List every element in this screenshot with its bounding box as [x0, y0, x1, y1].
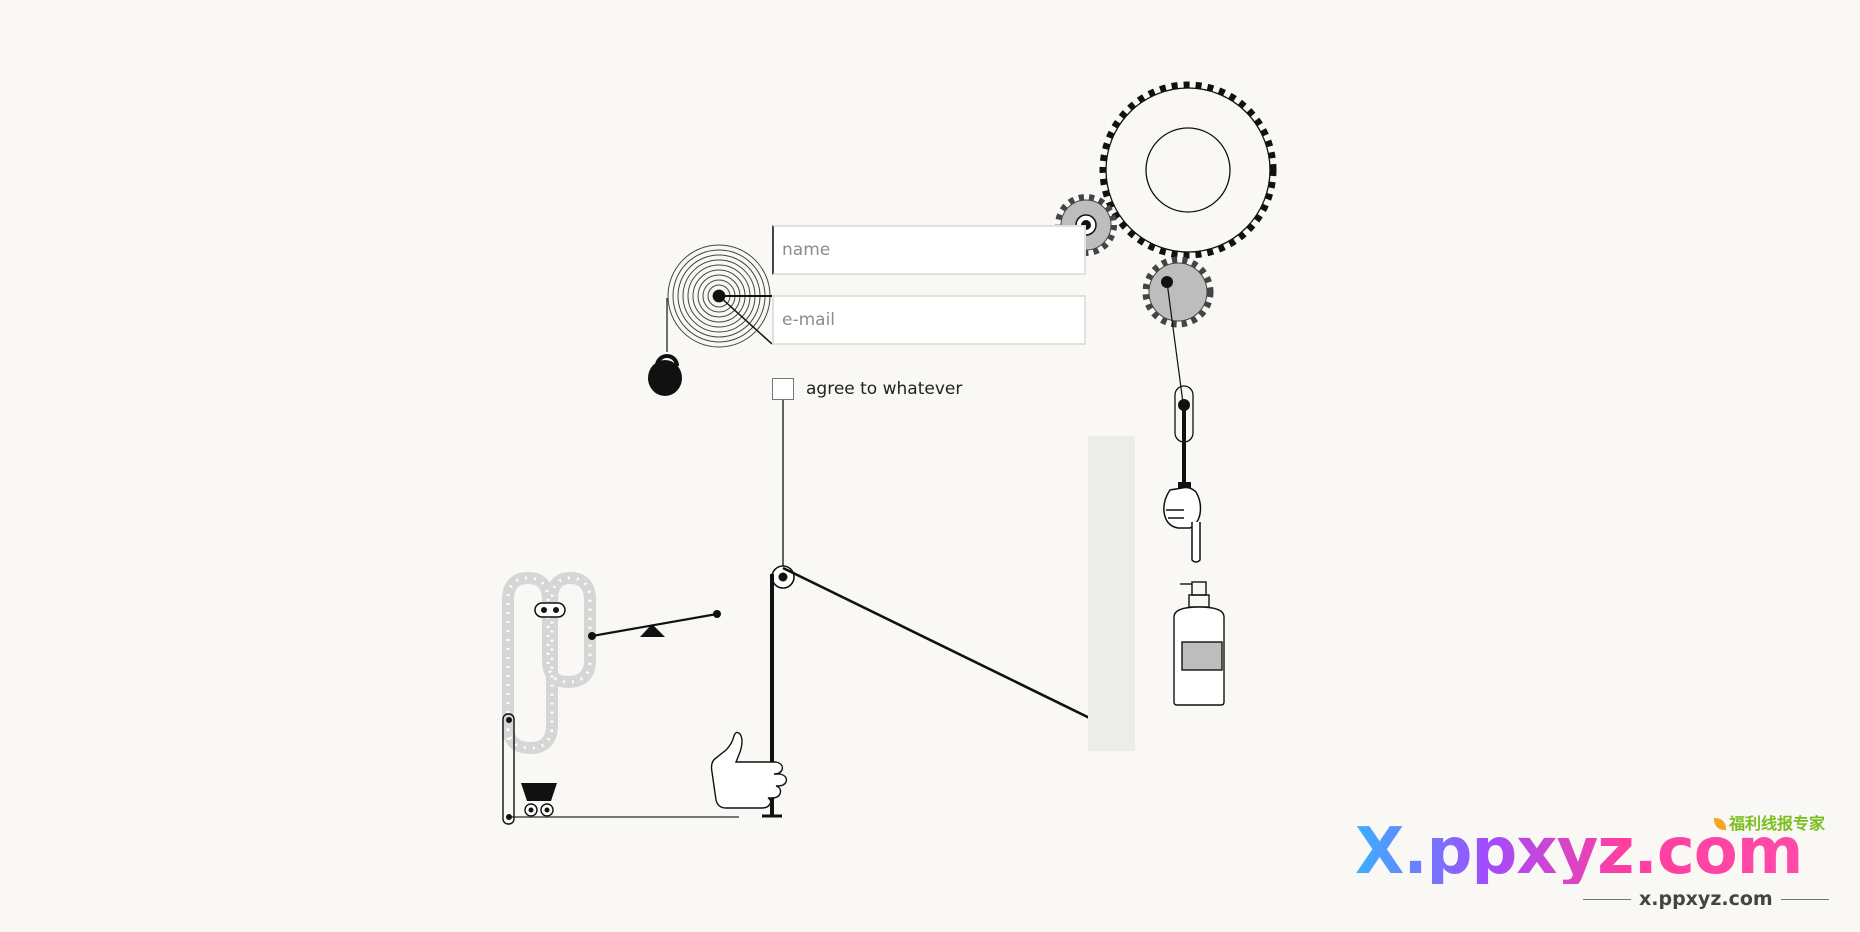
- conveyor-chain: [502, 571, 596, 755]
- pointing-hand-icon: [1163, 486, 1202, 563]
- large-gear-icon: [1099, 81, 1277, 259]
- watermark-tagline-text: 福利线报专家: [1729, 814, 1825, 833]
- pulley-icon: [771, 565, 795, 589]
- small-gear-bottom-icon: [1142, 256, 1214, 328]
- spring-center: [713, 290, 725, 302]
- leaf-icon: [1713, 818, 1726, 830]
- gear-rope: [1166, 281, 1184, 404]
- spring-arm-lower: [718, 295, 773, 345]
- drop-zone: [1088, 436, 1135, 751]
- watermark: 福利线报专家 X.ppxyz.com x.ppxyz.com: [1355, 800, 1835, 920]
- email-input[interactable]: [772, 295, 1086, 345]
- thumbs-up-hand-icon: [710, 731, 788, 809]
- chain-wheels: [534, 602, 566, 618]
- name-input[interactable]: [772, 225, 1086, 275]
- watermark-main: X.ppxyz.com: [1355, 815, 1803, 889]
- belt-column: [502, 713, 515, 825]
- conveyor-chain-dots: [506, 576, 592, 750]
- agree-checkbox[interactable]: [772, 378, 794, 400]
- pointing-hand-assembly: [1174, 385, 1194, 488]
- watermark-sub: x.ppxyz.com: [1575, 888, 1837, 910]
- spiral-spring: [667, 244, 771, 348]
- cart-icon: [521, 783, 557, 817]
- kettlebell-icon: [648, 354, 682, 396]
- agree-row[interactable]: agree to whatever: [772, 378, 962, 400]
- spray-bottle-icon: [1173, 581, 1225, 706]
- lever-arm: [782, 566, 1109, 729]
- watermark-tagline: 福利线报专家: [1713, 810, 1825, 834]
- agree-label[interactable]: agree to whatever: [806, 379, 963, 399]
- seesaw: [588, 610, 721, 640]
